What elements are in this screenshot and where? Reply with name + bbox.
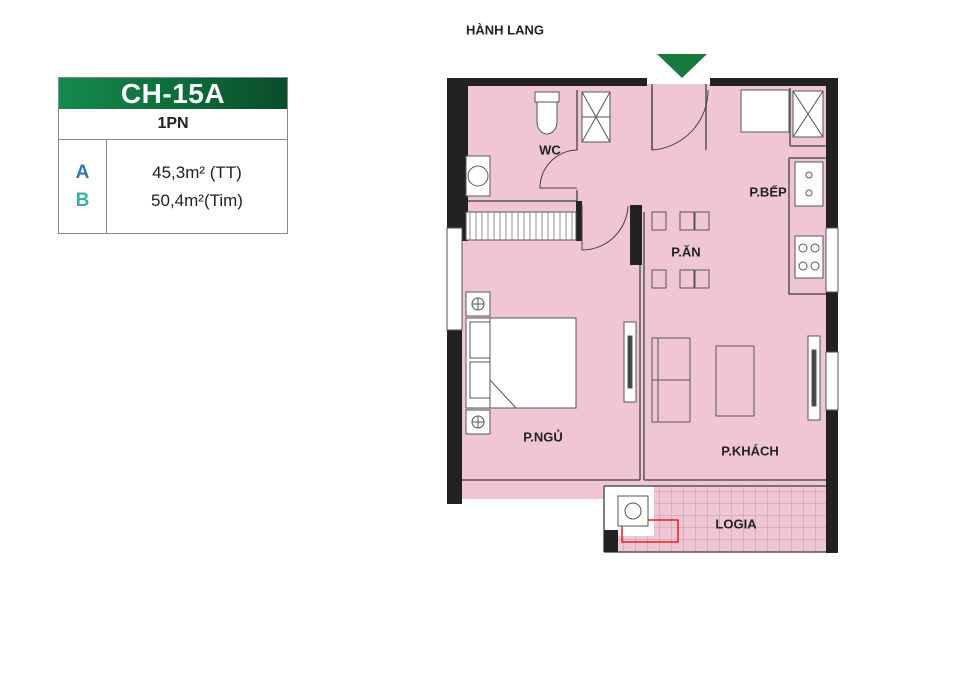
area-values: 45,3m² (TT) 50,4m²(Tim): [107, 140, 287, 234]
loggia-highlight: [621, 519, 679, 543]
area-value-a: 45,3m² (TT): [152, 163, 242, 182]
tv-icon: [623, 321, 821, 421]
bedroom-count: 1PN: [59, 109, 287, 140]
outer-walls: [447, 78, 838, 553]
sofa-icon: [651, 337, 691, 423]
toilet-icon: [534, 91, 560, 135]
nightstand-icon: [465, 291, 491, 435]
washing-machine-icon: [617, 495, 649, 527]
area-keys: A B: [59, 140, 107, 234]
unit-info-card: CH-15A 1PN A B 45,3m² (TT) 50,4m²(Tim): [58, 77, 288, 234]
unit-code: CH-15A: [59, 78, 287, 109]
entry-arrow-icon: [657, 54, 707, 78]
bed-icon: [465, 317, 577, 409]
cooktop-icon: [794, 235, 824, 279]
shower-icon: [581, 91, 611, 143]
coffee-table-icon: [715, 345, 755, 417]
room-label-wc: WC: [539, 142, 561, 158]
room-label-kitchen: P.BẾP: [749, 184, 787, 200]
area-table: A B 45,3m² (TT) 50,4m²(Tim): [59, 140, 287, 234]
area-value-b: 50,4m²(Tim): [151, 191, 243, 210]
corridor-label: HÀNH LANG: [466, 22, 544, 38]
area-key-b: B: [75, 190, 90, 211]
fridge-icon: [740, 89, 790, 133]
doors: [539, 88, 709, 251]
windows: [446, 227, 839, 411]
room-label-loggia: LOGIA: [715, 516, 757, 532]
duct-icon: [792, 90, 824, 138]
basin-icon: [465, 155, 491, 197]
wardrobe-icon: [465, 211, 577, 241]
room-label-bedroom: P.NGỦ: [523, 429, 563, 445]
sink-icon: [794, 161, 824, 207]
room-label-dining: P.ĂN: [671, 244, 701, 260]
area-key-a: A: [75, 162, 90, 183]
room-label-living: P.KHÁCH: [721, 443, 779, 459]
dining-set-icon: [651, 211, 710, 289]
